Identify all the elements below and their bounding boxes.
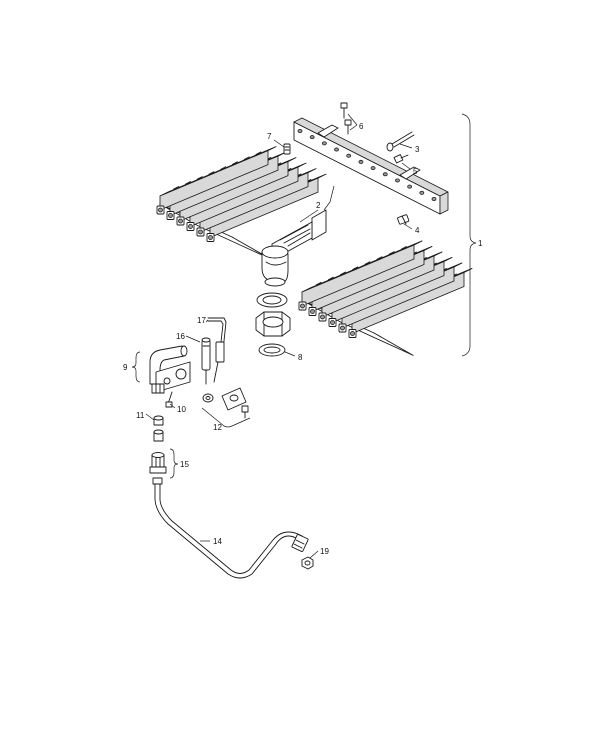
- burner-blade: [156, 146, 277, 215]
- nut-part-11: [153, 415, 164, 442]
- manifold-jet-hole: [382, 172, 388, 177]
- manifold-jet-hole: [358, 159, 364, 164]
- o-ring-part-8: [258, 343, 286, 357]
- hex-nut: [255, 311, 291, 337]
- gas-manifold-bar: [293, 117, 449, 215]
- compression-fitting-part-15: [149, 452, 167, 474]
- nozzle-part-4: [397, 214, 410, 225]
- manifold-jet-hole: [309, 135, 315, 140]
- callout-7: 7: [267, 132, 272, 141]
- callout-16: 16: [176, 332, 185, 341]
- callout-9: 9: [123, 363, 128, 372]
- callout-14: 14: [213, 537, 222, 546]
- thermocouple-part-17: [207, 317, 227, 383]
- burner-blade: [298, 240, 423, 311]
- callout-15: 15: [180, 460, 189, 469]
- screw-part-6: [340, 102, 352, 135]
- pilot-burner-part-9: [149, 345, 191, 408]
- callout-5: 5: [413, 167, 418, 176]
- manifold-jet-hole: [346, 153, 352, 158]
- manifold-jet-hole: [321, 141, 327, 146]
- callout-19: 19: [320, 547, 329, 556]
- sensor-bracket-part-12: [202, 387, 249, 419]
- callout-6: 6: [359, 122, 364, 131]
- manifold-jet-hole: [407, 184, 413, 189]
- callout-4: 4: [415, 226, 420, 235]
- screw-part-5: [393, 154, 409, 164]
- ignition-electrode-part-16: [201, 337, 211, 385]
- callout-17: 17: [197, 316, 206, 325]
- manifold-jet-hole: [370, 166, 376, 171]
- manifold-jet-hole: [334, 147, 339, 152]
- callout-8: 8: [298, 353, 303, 362]
- manifold-jet-hole: [395, 178, 400, 183]
- manifold-jet-hole: [419, 190, 425, 195]
- gas-inlet-elbow-part-2: [261, 209, 327, 287]
- callout-3: 3: [415, 145, 420, 154]
- manifold-jet-hole: [297, 128, 303, 133]
- callout-10: 10: [177, 405, 186, 414]
- callout-1: 1: [478, 239, 483, 248]
- pin-part-3: [386, 131, 415, 152]
- nut-part-19: [301, 556, 314, 570]
- left-burner-assembly: [156, 146, 327, 260]
- callout-11: 11: [136, 411, 145, 420]
- sealing-washer: [256, 292, 288, 308]
- pilot-gas-tube-part-14: [152, 477, 309, 579]
- manifold-jet-hole: [431, 196, 437, 201]
- leader-lines: [131, 113, 477, 559]
- callout-12: 12: [213, 423, 222, 432]
- callout-2: 2: [316, 201, 321, 210]
- injector-part-7: [283, 143, 291, 155]
- callout-labels: 1 2 3 4 5 6 7 8 9 10 11 12 14 15 16 17 1…: [123, 122, 483, 556]
- right-burner-assembly: [298, 240, 473, 356]
